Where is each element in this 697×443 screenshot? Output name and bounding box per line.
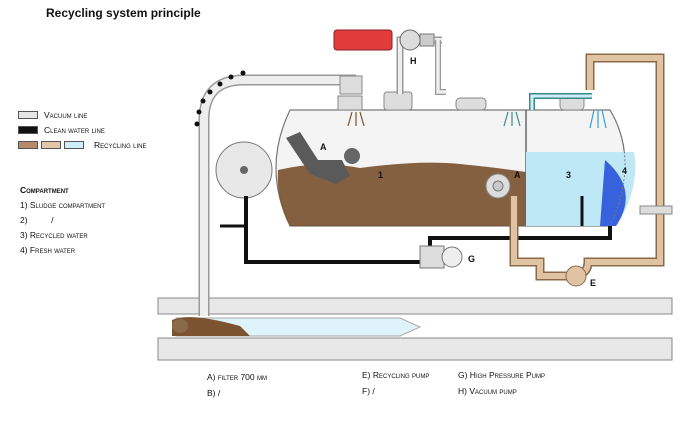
key-b: B) / — [207, 388, 221, 398]
drip-lines-2 — [503, 111, 521, 127]
key-g: G) High Pressure Pump — [458, 370, 546, 380]
legend: Vacuum line Clean water line Recycling l… — [18, 107, 147, 152]
spray-lines — [589, 109, 607, 129]
top-valve-1 — [337, 95, 363, 111]
hp-pump-body — [419, 245, 445, 269]
ground-sludge — [172, 317, 250, 336]
legend-recycling-label: Recycling line — [94, 139, 147, 150]
hose-coupling — [339, 75, 363, 95]
hose-reinforcement-dots — [194, 70, 246, 127]
pump-flange — [419, 33, 435, 47]
legend-clean: Clean water line — [18, 122, 147, 137]
clean-water-line-2 — [428, 226, 612, 246]
legend-clean-label: Clean water line — [44, 124, 105, 135]
compartment-heading: Compartment — [20, 185, 69, 195]
vacuum-swatch — [18, 110, 38, 119]
rotating-filter-hub — [492, 180, 504, 192]
vacuum-hose — [200, 76, 356, 316]
lower-floor-slab — [157, 337, 673, 361]
compartment-item: 2) / — [20, 215, 54, 225]
top-dome — [383, 91, 413, 111]
filter-arm — [286, 132, 350, 184]
door-hinge — [240, 166, 248, 174]
diagram-title: Recycling system principle — [46, 6, 201, 20]
key-a: A) filter 700 µm — [207, 372, 267, 382]
clean-swatch — [18, 125, 38, 134]
top-hatch — [455, 97, 487, 111]
key-column-2: E) Recycling pump F) / — [362, 367, 429, 399]
key-column-1: A) filter 700 µm B) / — [207, 369, 267, 401]
recycling-swatch-2 — [41, 140, 61, 149]
tank-end-line — [609, 109, 626, 227]
vacuum-silencer — [333, 29, 393, 51]
vacuum-pump-h — [399, 29, 421, 51]
filter-drum — [344, 148, 360, 164]
label-4: 4 — [622, 166, 627, 176]
recycling-swatch-1 — [18, 140, 38, 149]
compartment-item: 1) Sludge compartment — [20, 200, 106, 210]
legend-recycling: Recycling line — [18, 137, 147, 152]
recycling-pump-e — [565, 265, 587, 287]
high-pressure-pump-g — [441, 246, 463, 268]
recycling-return-inner — [530, 94, 592, 110]
upper-floor-slab — [157, 297, 673, 315]
label-h: H — [410, 56, 417, 66]
drip-lines-1 — [347, 111, 365, 127]
label-1: 1 — [378, 170, 383, 180]
vacuum-drop-inner — [436, 40, 446, 94]
label-e: E — [590, 278, 596, 288]
recycling-swatch-3 — [64, 140, 84, 149]
legend-vacuum: Vacuum line — [18, 107, 147, 122]
fresh-water-compartment — [600, 160, 626, 226]
key-column-3: G) High Pressure Pump H) Vacuum pump — [458, 367, 545, 399]
clean-water-line — [244, 196, 430, 264]
label-3: 3 — [566, 170, 571, 180]
suction-nozzle — [172, 319, 188, 333]
compartment-item: 3) Recycled water — [20, 230, 88, 240]
legend-vacuum-label: Vacuum line — [44, 109, 88, 120]
key-h: H) Vacuum pump — [458, 386, 517, 396]
label-a1: A — [320, 142, 327, 152]
key-f: F) / — [362, 386, 375, 396]
label-g: G — [468, 254, 475, 264]
key-e: E) Recycling pump — [362, 370, 430, 380]
label-a2: A — [514, 170, 521, 180]
outlet-pipe — [639, 205, 673, 215]
compartment-item: 4) Fresh water — [20, 245, 76, 255]
compartment-list: Compartment 1) Sludge compartment 2) / 3… — [20, 183, 105, 258]
